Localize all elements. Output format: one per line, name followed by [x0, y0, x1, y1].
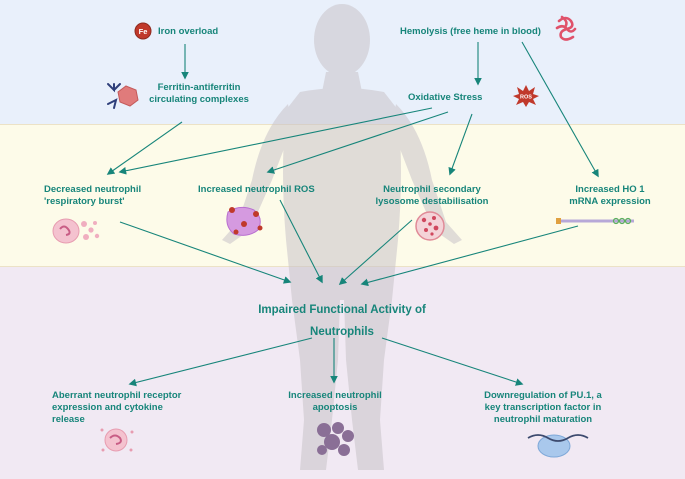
fe-badge-icon: Fe — [134, 22, 152, 40]
central-title-line2: Neutrophils — [310, 326, 374, 338]
label-lysosome-line1: Neutrophil secondary — [383, 184, 481, 195]
label-ferritin-complexes: Ferritin-antiferritin circulating comple… — [140, 82, 258, 106]
label-pu1-line3: neutrophil maturation — [493, 414, 593, 425]
mrna-strand-icon — [556, 217, 634, 225]
label-burst-line1: Decreased neutrophil — [44, 184, 142, 195]
label-iron-overload: Iron overload — [158, 26, 219, 37]
ros-badge-label: ROS — [520, 95, 532, 101]
ros-burst-icon: ROS — [513, 85, 539, 107]
label-increased-ros: Increased neutrophil ROS — [198, 184, 315, 195]
fe-badge-label: Fe — [139, 27, 148, 36]
heme-protein-icon — [555, 15, 577, 41]
label-receptor-line1: Aberrant neutrophil receptor — [52, 390, 182, 401]
label-ferritin-line2: circulating complexes — [149, 94, 249, 105]
label-ho1: Increased HO 1 mRNA expression — [560, 184, 660, 208]
arrow-ros-to-center — [279, 199, 323, 284]
label-apoptosis: Increased neutrophil apoptosis — [280, 390, 390, 414]
arrow-oxidative-to-burst — [118, 107, 433, 175]
antibody-ferritin-icon — [107, 83, 139, 109]
label-oxidative-stress: Oxidative Stress — [408, 92, 483, 103]
lysosome-neutrophil-icon — [415, 211, 445, 241]
label-pu1: Downregulation of PU.1, a key transcript… — [466, 390, 620, 426]
label-receptor-line3: release — [52, 414, 85, 425]
ros-neutrophil-icon — [226, 206, 263, 236]
label-lysosome-line2: lysosome destabilisation — [375, 196, 489, 207]
label-ferritin-line1: Ferritin-antiferritin — [157, 82, 241, 93]
label-burst-line2: 'respiratory burst' — [44, 196, 125, 207]
central-title-line1: Impaired Functional Activity of — [258, 304, 426, 316]
label-hemolysis: Hemolysis (free heme in blood) — [400, 26, 541, 37]
arrow-ho1-to-center — [360, 225, 579, 287]
dna-transcription-icon — [527, 434, 589, 458]
arrow-center-to-pu1 — [381, 337, 524, 386]
arrow-ferritin-to-burst — [106, 121, 183, 175]
label-apoptosis-line2: apoptosis — [312, 402, 358, 413]
arrow-center-to-receptor — [128, 337, 313, 387]
arrow-burst-to-center — [119, 221, 292, 284]
label-pu1-line1: Downregulation of PU.1, a — [484, 390, 602, 401]
label-apoptosis-line1: Increased neutrophil — [288, 390, 382, 401]
label-ho1-line1: Increased HO 1 — [575, 184, 645, 195]
label-pu1-line2: key transcription factor in — [484, 402, 602, 413]
neutrophil-icon — [52, 218, 100, 244]
label-receptor-line2: expression and cytokine — [52, 402, 163, 413]
apoptotic-neutrophil-icon — [317, 422, 354, 456]
label-lysosome: Neutrophil secondary lysosome destabilis… — [366, 184, 498, 208]
arrow-oxidative-to-ros — [266, 111, 449, 174]
label-decreased-burst: Decreased neutrophil 'respiratory burst' — [44, 184, 141, 208]
receptor-neutrophil-icon — [100, 428, 134, 452]
central-outcome-title: Impaired Functional Activity of Neutroph… — [222, 299, 462, 343]
label-receptor-expression: Aberrant neutrophil receptor expression … — [52, 390, 181, 426]
label-ho1-line2: mRNA expression — [569, 196, 651, 207]
arrow-oxidative-to-lysosome — [448, 113, 473, 176]
arrow-lysosome-to-center — [338, 219, 413, 286]
arrow-hemolysis-to-ho1 — [521, 41, 599, 178]
